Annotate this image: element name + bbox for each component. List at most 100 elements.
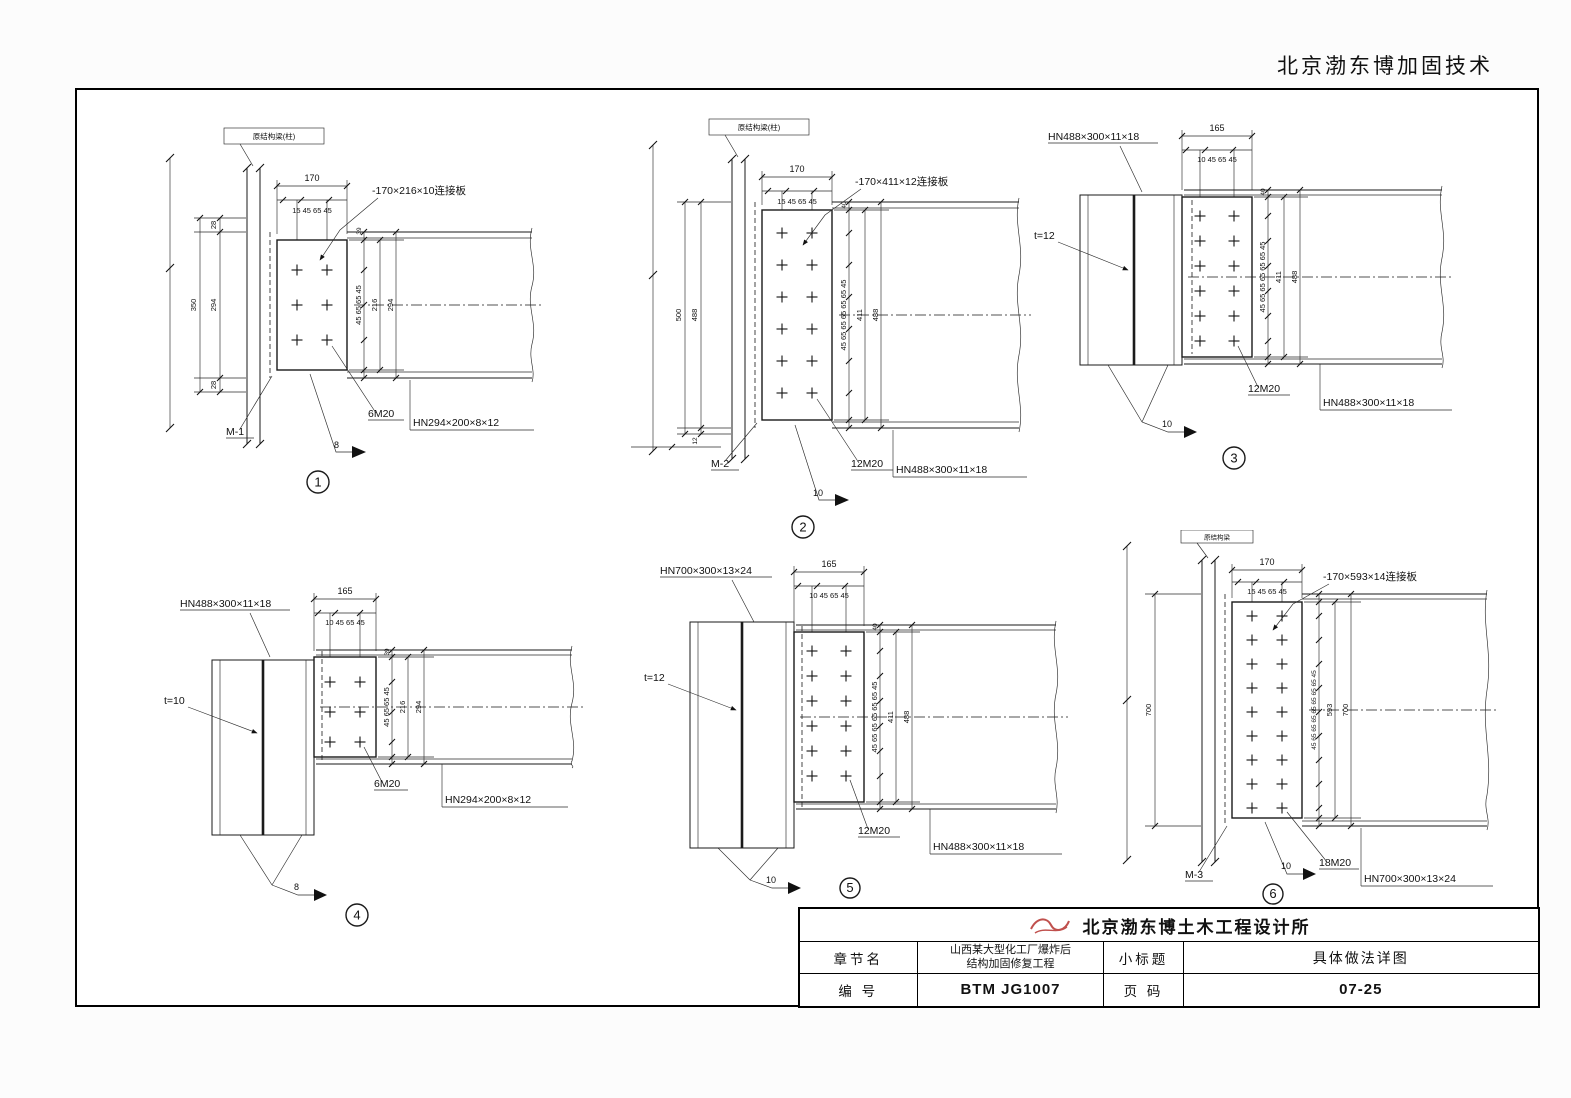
- bolts-label-text: 18M20: [1319, 857, 1351, 869]
- beam-label-text: HN294×200×8×12: [413, 417, 499, 429]
- grid-line: [631, 140, 721, 456]
- dim-right-inner: 216: [370, 299, 379, 312]
- right-dimensions: 40 45 65 65 65 65 65 45 411 488: [866, 621, 920, 813]
- detail-3: HN488×300×11×18 t=12 165 10 45 65 45: [1034, 123, 1454, 470]
- connection-plate: [754, 202, 833, 428]
- right-dimensions: 40 45 65 65 65 65 65 45 411 488: [1254, 186, 1308, 368]
- dim-right-outer: 488: [871, 309, 880, 322]
- dim-top-sub: 10 45 65 45: [809, 591, 849, 600]
- dim-right-sub: 45 65 65 65 65 65 45: [870, 682, 879, 753]
- web-thickness-text: t=12: [1034, 230, 1055, 242]
- chapter-label: 章节名: [799, 941, 918, 974]
- right-dimensions: 45 65 65 65 65 65 65 65 45 593 700: [1304, 590, 1361, 830]
- beam: [1184, 185, 1454, 369]
- beam: [316, 645, 584, 769]
- weld-flag: 10: [1107, 364, 1197, 438]
- top-dimensions: 170 15 45 65 45: [1228, 557, 1306, 602]
- dim-right-inner: 593: [1325, 704, 1334, 717]
- weld-flag: 8: [239, 834, 327, 901]
- beam: [832, 197, 1031, 433]
- dim-top-total: 170: [789, 164, 804, 174]
- original-member-label: 原结构梁(柱): [708, 118, 810, 158]
- weld-size-text: 10: [1281, 861, 1291, 871]
- bolts-label-text: 12M20: [858, 825, 890, 837]
- plate-label: -170×593×14连接板: [1272, 570, 1417, 631]
- detail-number: 6: [1262, 883, 1284, 905]
- beam-label-text: HN488×300×11×18: [896, 464, 987, 476]
- bolts-label-text: 6M20: [368, 408, 394, 420]
- original-member-label: 原结构梁(柱): [223, 127, 325, 167]
- dim-top-total: 170: [1259, 557, 1274, 567]
- dim-top-sub: 10 45 65 45: [1197, 155, 1237, 164]
- connection-plate: [1224, 594, 1303, 826]
- mark-label: M-1: [226, 375, 273, 439]
- plate-label-text: -170×593×14连接板: [1323, 570, 1417, 583]
- dim-top-sub: 10 45 65 45: [325, 618, 365, 627]
- dim-top-sub: 15 45 65 45: [1247, 587, 1287, 596]
- company-logo-icon: [1029, 918, 1070, 934]
- detail-number: 5: [839, 877, 861, 899]
- beam-label-text: HN700×300×13×24: [1364, 873, 1456, 885]
- dim-left-bottom: 28: [209, 381, 218, 389]
- detail-number-text: 3: [1230, 451, 1237, 466]
- beam-label-text: HN488×300×11×18: [933, 841, 1024, 853]
- weld-flag: 10: [794, 424, 849, 506]
- weld-size-text: 10: [813, 488, 823, 498]
- column-label-text: HN700×300×13×24: [660, 565, 752, 577]
- weld-flag: 10: [1264, 821, 1316, 880]
- detail-number-text: 5: [846, 880, 853, 895]
- dim-right-edge: 39: [356, 227, 363, 235]
- detail-number: 3: [1222, 446, 1246, 470]
- weld-size-text: 8: [294, 882, 299, 892]
- web-thickness-label: t=12: [1034, 230, 1129, 271]
- bolts: [1193, 209, 1241, 348]
- weld-flag: 8: [309, 373, 366, 458]
- column-label-text: HN488×300×11×18: [180, 598, 271, 610]
- top-dimensions: 170 15 45 65 45: [758, 164, 836, 210]
- dim-right-sub: 45 65 65 65 65 65 45: [839, 280, 848, 351]
- detail-1: 原结构梁(柱) 170 15 45 65 45: [165, 127, 544, 494]
- beam-label: HN488×300×11×18: [1319, 364, 1452, 411]
- dim-right-outer: 488: [902, 711, 911, 724]
- column-label: HN488×300×11×18: [180, 598, 290, 658]
- original-member-label-text: 原结构梁(柱): [738, 122, 781, 132]
- detail-number: 4: [345, 903, 369, 927]
- company-row: 北京渤东博土木工程设计所: [800, 909, 1538, 941]
- web-thickness-text: t=12: [644, 672, 665, 684]
- mark-label: M-3: [1185, 825, 1228, 882]
- chapter-value: 山西某大型化工厂爆炸后 结构加固修复工程: [917, 941, 1104, 974]
- dim-right-edge: 40: [1260, 188, 1267, 196]
- web-thickness-text: t=10: [164, 695, 185, 707]
- dim-right-edge: 40: [872, 623, 879, 631]
- plate-label-text: -170×216×10连接板: [372, 184, 466, 197]
- connection-plate: [269, 232, 348, 378]
- subtitle-value: 具体做法详图: [1183, 941, 1538, 974]
- dim-top-total: 170: [304, 173, 319, 183]
- company-name: 北京渤东博土木工程设计所: [1082, 917, 1311, 937]
- beam: [796, 620, 1068, 814]
- dim-left-total: 350: [189, 299, 198, 312]
- title-block: 北京渤东博土木工程设计所 章节名 山西某大型化工厂爆炸后 结构加固修复工程 小标…: [797, 907, 1540, 1008]
- beam-label: HN294×200×8×12: [409, 380, 534, 431]
- top-dimensions: 165 10 45 65 45: [790, 559, 868, 632]
- beam-label: HN700×300×13×24: [1360, 828, 1493, 887]
- bolts-label-text: 12M20: [851, 458, 883, 470]
- dim-right-sub: 45 65 65 65 65 65 65 65 45: [1311, 670, 1318, 750]
- weld-size-text: 10: [1162, 419, 1172, 429]
- title-block-table: 章节名 山西某大型化工厂爆炸后 结构加固修复工程 小标题 具体做法详图 编 号 …: [799, 941, 1538, 1006]
- dim-top-sub: 15 45 65 45: [292, 206, 332, 215]
- grid-line: [1122, 541, 1132, 865]
- detail-5: HN700×300×13×24 t=12 165 10 45 65 45: [644, 559, 1068, 899]
- bolts-label: 18M20: [1286, 811, 1359, 870]
- grid-line: [165, 153, 175, 433]
- bolts-label: 12M20: [849, 779, 900, 838]
- chapter-value-line2: 结构加固修复工程: [966, 957, 1055, 970]
- beam-label: HN294×200×8×12: [441, 764, 568, 808]
- bolts-label: 6M20: [363, 746, 408, 791]
- dim-right-inner: 411: [886, 711, 895, 723]
- column: [1079, 194, 1183, 366]
- number-label: 编 号: [799, 973, 918, 1006]
- dim-left-inner: 488: [690, 309, 699, 322]
- dim-right-inner: 216: [398, 701, 407, 714]
- dim-right-sub: 45 65 65 65 65 65 45: [1258, 242, 1267, 313]
